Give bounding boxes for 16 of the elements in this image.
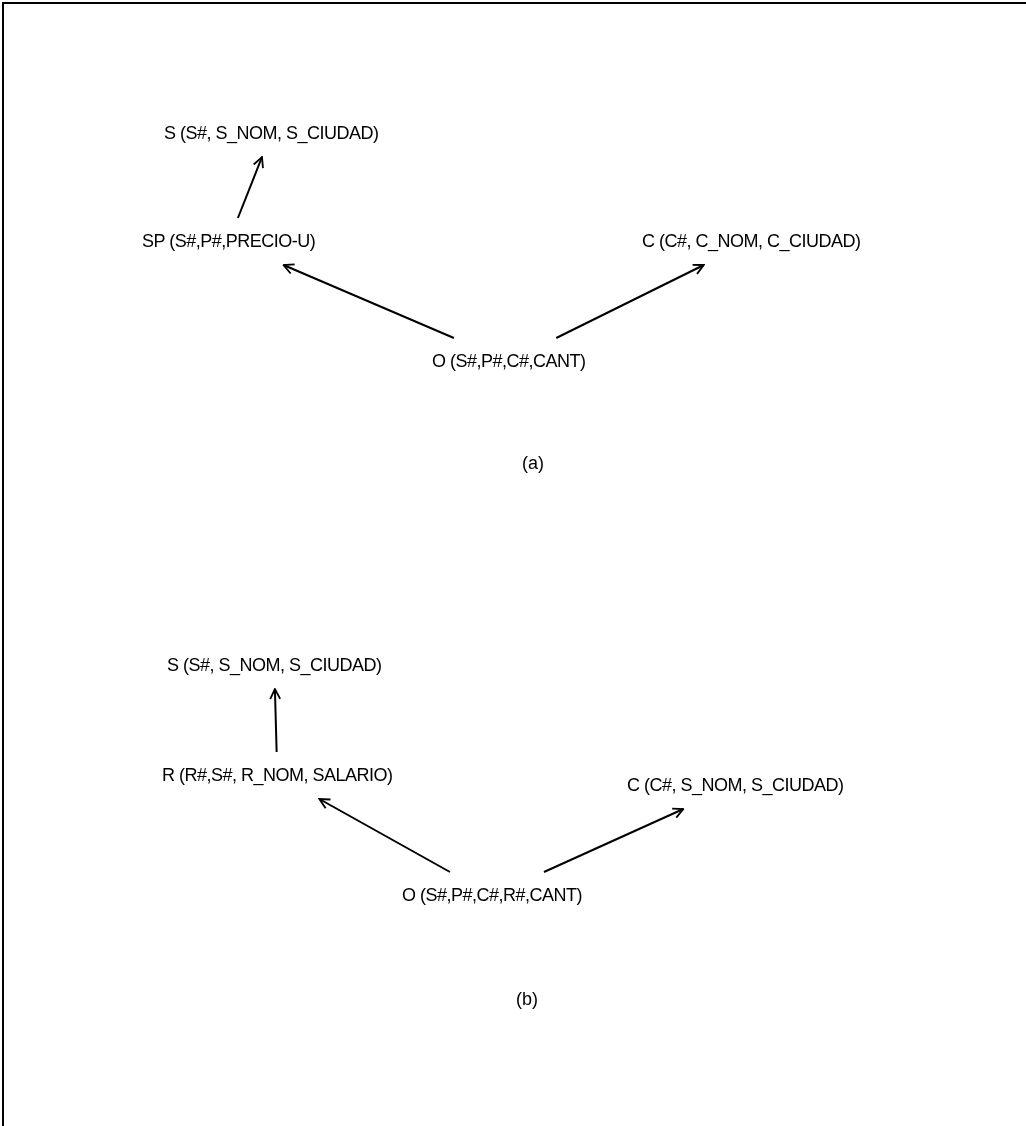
relation-schema: O (S#,P#,C#,CANT)	[432, 350, 586, 373]
subfigure-label: (b)	[516, 988, 538, 1011]
relation-schema: O (S#,P#,C#,R#,CANT)	[402, 884, 583, 907]
arrow	[543, 807, 685, 873]
arrow	[269, 688, 282, 753]
arrow	[282, 263, 455, 339]
relation-schema: S (S#, S_NOM, S_CIUDAD)	[167, 654, 382, 678]
relation-schema: SP (S#,P#,PRECIO-U)	[142, 230, 316, 253]
arrow	[555, 264, 705, 339]
arrow	[236, 156, 264, 219]
arrow	[318, 798, 451, 873]
relation-schema: C (C#, C_NOM, C_CIUDAD)	[642, 230, 861, 254]
subfigure-label: (a)	[522, 452, 544, 475]
relation-schema: S (S#, S_NOM, S_CIUDAD)	[164, 122, 379, 146]
relation-schema: R (R#,S#, R_NOM, SALARIO)	[162, 764, 393, 788]
relation-schema: C (C#, S_NOM, S_CIUDAD)	[627, 774, 844, 798]
